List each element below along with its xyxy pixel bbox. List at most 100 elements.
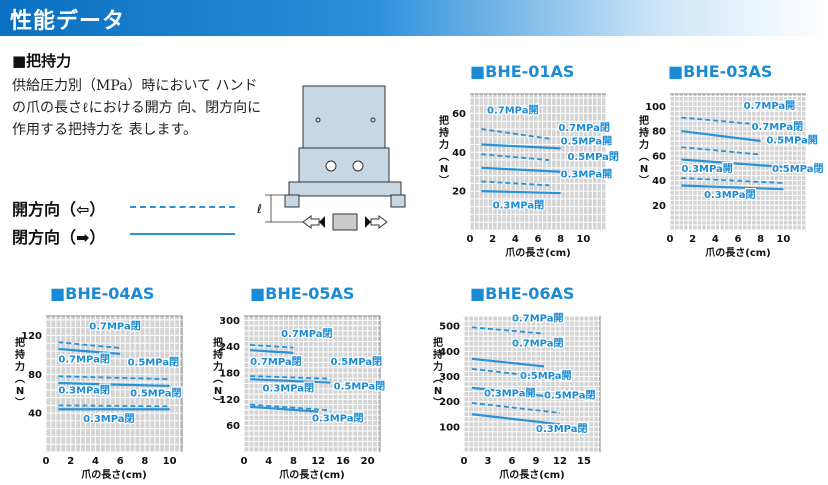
y-tick-label: 120	[219, 395, 240, 406]
series-label: 0.5MPa閉	[334, 381, 385, 393]
y-axis-label: 把持力︵N︶	[432, 336, 443, 409]
series-line	[471, 326, 545, 335]
x-tick-label: 3	[485, 456, 492, 467]
x-axis-label: 爪の長さ(cm)	[499, 469, 565, 481]
series-label: 0.7MPa閉	[281, 328, 332, 340]
x-tick-label: 9	[533, 456, 540, 467]
series-line	[250, 349, 294, 354]
legend-open-line	[130, 206, 235, 208]
series-label: 0.5MPa閉	[772, 163, 823, 175]
series-line	[681, 146, 761, 156]
series-line	[681, 116, 750, 125]
section-title: ■把持力	[12, 52, 72, 70]
series-label: 0.5MPa開	[520, 370, 571, 382]
chart-title-bhe-03as: ■BHE-03AS	[668, 62, 773, 81]
series-line	[681, 158, 784, 169]
series-label: 0.7MPa閉	[89, 321, 140, 333]
x-axis-label: 爪の長さ(cm)	[705, 247, 771, 259]
series-label: 0.7MPa閉	[512, 338, 563, 350]
series-label: 0.3MPa閉	[704, 189, 755, 201]
series-line	[250, 403, 331, 412]
x-tick-label: 6	[535, 234, 542, 245]
x-tick-label: 4	[712, 234, 719, 245]
series-line	[471, 386, 561, 399]
port-left-icon	[325, 160, 337, 172]
series-label: 0.5MPa開	[766, 134, 817, 146]
series-line	[250, 378, 331, 384]
x-tick-label: 12	[311, 456, 325, 467]
y-tick-label: 300	[219, 316, 240, 327]
series-line	[471, 357, 545, 368]
gripper-diagram: ℓ	[256, 85, 406, 231]
x-tick-label: 2	[689, 234, 696, 245]
x-axis-label: 爪の長さ(cm)	[279, 469, 345, 481]
y-tick-label: 180	[219, 369, 240, 380]
y-tick-label: 80	[28, 370, 42, 381]
y-tick-label: 20	[652, 201, 666, 212]
series-label: 0.7MPa開	[487, 104, 538, 116]
y-axis-label: 把持力︵N︶	[638, 114, 649, 187]
series-line	[471, 413, 561, 426]
x-tick-label: 2	[67, 456, 74, 467]
series-line	[250, 344, 294, 349]
x-tick-label: 0	[467, 234, 474, 245]
y-tick-label: 100	[645, 102, 666, 113]
chart-title-bhe-06as: ■BHE-06AS	[470, 284, 575, 303]
jaw-left	[284, 194, 300, 208]
y-axis-label: 把持力︵N︶	[438, 114, 449, 187]
port-right-icon	[352, 160, 364, 172]
y-tick-label: 500	[439, 322, 460, 333]
x-tick-label: 6	[735, 234, 742, 245]
y-tick-label: 60	[226, 421, 240, 432]
y-tick-label: 100	[439, 422, 460, 433]
chart-title-bhe-01as: ■BHE-01AS	[470, 62, 575, 81]
legend-close-line	[130, 233, 235, 235]
series-line	[250, 375, 331, 380]
y-tick-label: 40	[652, 176, 666, 187]
x-tick-label: 4	[512, 234, 519, 245]
series-label: 0.3MPa閉	[263, 382, 314, 394]
x-tick-label: 8	[557, 234, 564, 245]
legend-close-label: 閉方向（➡）	[12, 228, 106, 247]
series-label: 0.7MPa閉	[558, 122, 609, 134]
x-tick-label: 6	[117, 456, 124, 467]
series-line	[481, 190, 561, 195]
series-label: 0.3MPa閉	[493, 200, 544, 212]
y-tick-label: 240	[219, 342, 240, 353]
series-line	[471, 401, 561, 414]
description-text: 供給圧力別（MPa）時において ハンドの爪の長さℓにおける開方 向、閉方向に作用…	[12, 78, 262, 138]
x-tick-label: 2	[489, 234, 496, 245]
jaw-right	[390, 194, 406, 208]
gripper-body-upper	[302, 85, 386, 149]
series-line	[481, 128, 550, 140]
y-tick-label: 60	[652, 151, 666, 162]
series-label: 0.3MPa開	[561, 169, 612, 181]
x-tick-label: 0	[461, 456, 468, 467]
y-tick-label: 400	[439, 347, 460, 358]
series-label: 0.7MPa閉	[752, 121, 803, 133]
x-tick-label: 4	[92, 456, 99, 467]
series-line	[471, 367, 561, 380]
open-arrow-left-icon	[302, 215, 320, 229]
chart-title-bhe-05as: ■BHE-05AS	[250, 284, 355, 303]
x-tick-label: 8	[757, 234, 764, 245]
series-line	[681, 184, 784, 191]
close-arrow-right-icon	[319, 216, 325, 228]
series-line	[58, 341, 121, 349]
x-tick-label: 4	[265, 456, 272, 467]
open-arrow-right-icon	[370, 215, 388, 229]
x-tick-label: 8	[290, 456, 297, 467]
y-axis-label: 把持力︵N︶	[14, 336, 25, 409]
series-label: 0.3MPa閉	[312, 412, 363, 424]
y-tick-label: 200	[439, 397, 460, 408]
series-label: 0.5MPa閉	[331, 356, 382, 368]
series-line	[58, 347, 121, 355]
x-tick-label: 6	[509, 456, 516, 467]
series-label: 0.3MPa開	[484, 388, 535, 400]
series-label: 0.7MPa閉	[250, 356, 301, 368]
x-tick-label: 0	[667, 234, 674, 245]
x-tick-label: 0	[43, 456, 50, 467]
x-tick-label: 0	[241, 456, 248, 467]
